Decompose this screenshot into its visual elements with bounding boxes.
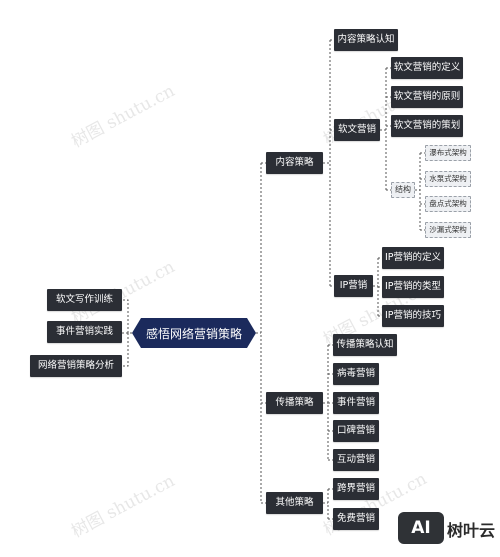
brand-logo-icon: AI xyxy=(398,512,444,544)
node-crossover-marketing[interactable]: 跨界营销 xyxy=(333,478,379,500)
node-wom-marketing[interactable]: 口碑营销 xyxy=(333,420,379,442)
node-structure[interactable]: 结构 xyxy=(391,182,415,198)
node-softtext-planning[interactable]: 软文营销的策划 xyxy=(391,115,463,137)
node-structure-pump[interactable]: 水泵式架构 xyxy=(425,171,471,187)
node-structure-waterfall[interactable]: 瀑布式架构 xyxy=(425,145,471,161)
node-spread-awareness[interactable]: 传播策略认知 xyxy=(333,334,397,356)
brand-name: 树叶云 xyxy=(447,521,496,540)
node-softtext-principle[interactable]: 软文营销的原则 xyxy=(391,86,463,108)
node-ip-definition[interactable]: IP营销的定义 xyxy=(382,247,444,269)
node-softtext-definition[interactable]: 软文营销的定义 xyxy=(391,57,463,79)
node-structure-hourglass[interactable]: 沙漏式架构 xyxy=(425,222,471,238)
node-content-awareness[interactable]: 内容策略认知 xyxy=(334,29,398,51)
node-event-marketing[interactable]: 事件营销 xyxy=(333,392,379,414)
branch-spread-strategy[interactable]: 传播策略 xyxy=(266,392,323,414)
branch-content-strategy[interactable]: 内容策略 xyxy=(266,152,323,174)
node-viral-marketing[interactable]: 病毒营销 xyxy=(333,363,379,385)
left-node-strategy-analysis[interactable]: 网络营销策略分析 xyxy=(30,355,122,377)
node-structure-inventory[interactable]: 盘点式架构 xyxy=(425,196,471,212)
node-free-marketing[interactable]: 免费营销 xyxy=(333,508,379,530)
node-interactive-marketing[interactable]: 互动营销 xyxy=(333,449,379,471)
left-node-softtext-training[interactable]: 软文写作训练 xyxy=(47,289,122,311)
branch-other-strategy[interactable]: 其他策略 xyxy=(266,492,323,514)
node-softtext-marketing[interactable]: 软文营销 xyxy=(334,119,380,141)
node-ip-skills[interactable]: IP营销的技巧 xyxy=(382,305,444,327)
root-node[interactable]: 感悟网络营销策略 xyxy=(132,318,256,348)
node-ip-marketing[interactable]: IP营销 xyxy=(334,275,373,297)
node-ip-types[interactable]: IP营销的类型 xyxy=(382,276,444,298)
left-node-event-practice[interactable]: 事件营销实践 xyxy=(47,321,122,343)
